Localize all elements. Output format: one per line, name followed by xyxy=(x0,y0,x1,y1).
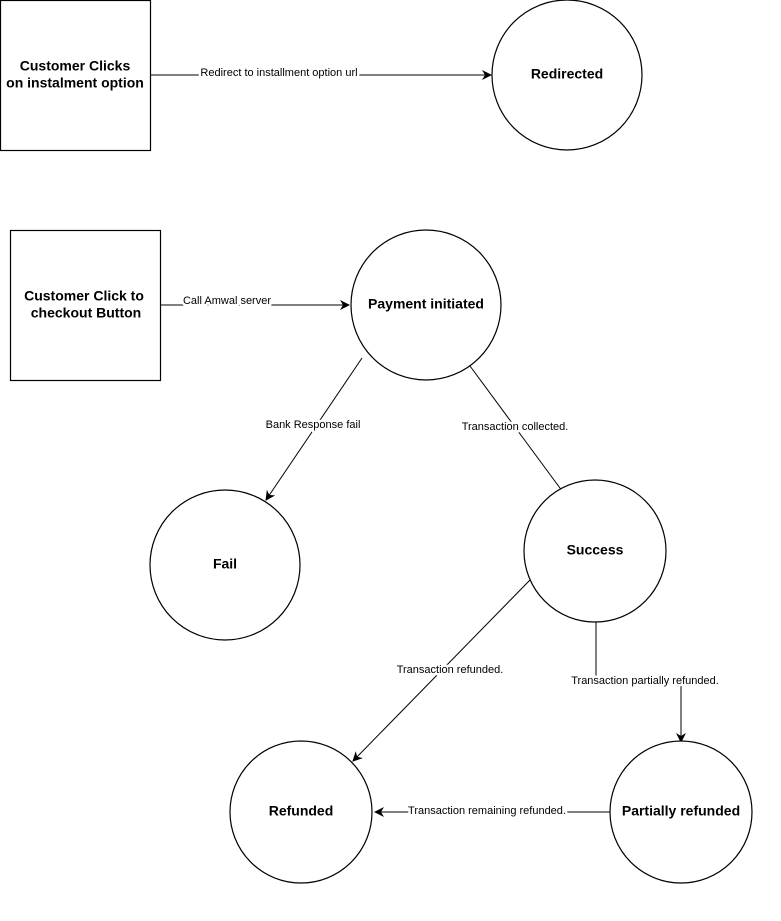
node-partially-refunded: Partially refunded xyxy=(609,740,753,884)
node-label: Customer Click to xyxy=(24,288,144,304)
node-label: Fail xyxy=(213,556,237,572)
node-label: Success xyxy=(567,542,624,558)
edge-label-call-server: Call Amwal server xyxy=(183,295,271,307)
edge-bank-fail: Bank Response fail xyxy=(263,357,363,501)
edge-label-remaining-refunded: Transaction remaining refunded. xyxy=(408,805,566,817)
edge-redirect: Redirect to installment option url xyxy=(150,64,492,81)
node-fail: Fail xyxy=(149,489,301,641)
edge-refunded: Transaction refunded. xyxy=(352,579,531,762)
edge-label-refunded: Transaction refunded. xyxy=(397,664,504,676)
edge-label-collected: Transaction collected. xyxy=(462,421,569,433)
edge-label-redirect: Redirect to installment option url xyxy=(200,67,357,79)
node-success: Success xyxy=(523,479,667,623)
node-label: Customer Clicks xyxy=(20,58,131,74)
node-instalment-click: Customer Clicks on instalment option xyxy=(0,0,152,152)
edge-collected: Transaction collected. xyxy=(459,365,572,504)
node-refunded: Refunded xyxy=(229,740,373,884)
node-label: checkout Button xyxy=(31,305,141,321)
edge-call-server: Call Amwal server xyxy=(160,292,350,310)
node-redirected: Redirected xyxy=(491,0,643,151)
edge-label-partially-refunded: Transaction partially refunded. xyxy=(571,675,719,687)
node-label: Redirected xyxy=(531,66,603,82)
node-label: on instalment option xyxy=(6,75,144,91)
node-label: Partially refunded xyxy=(622,803,740,819)
node-label: Payment initiated xyxy=(368,296,484,312)
edge-label-bank-fail: Bank Response fail xyxy=(266,419,361,431)
node-label: Refunded xyxy=(269,803,334,819)
edge-partially-refunded: Transaction partially refunded. xyxy=(569,621,721,743)
node-checkout-click: Customer Click to checkout Button xyxy=(9,229,162,382)
node-payment-initiated: Payment initiated xyxy=(350,229,502,381)
edge-remaining-refunded: Transaction remaining refunded. xyxy=(374,802,610,819)
